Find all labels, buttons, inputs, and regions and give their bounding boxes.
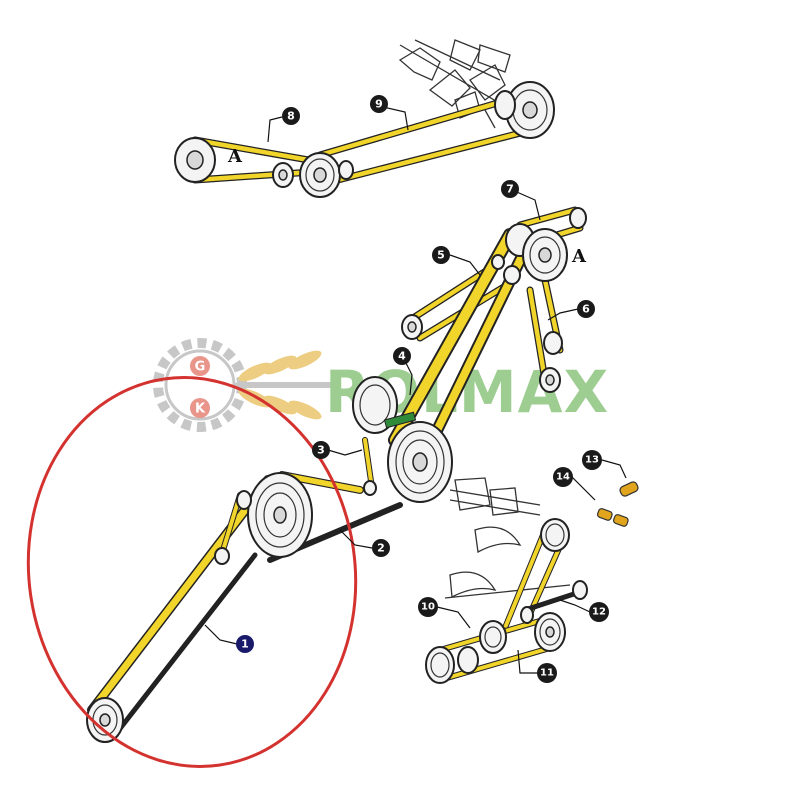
callout-label: 6 xyxy=(582,303,590,316)
auger-sketch xyxy=(444,477,571,599)
callout-label: 7 xyxy=(506,183,514,196)
callout-label: 5 xyxy=(437,249,445,262)
highlighted-drive-assembly xyxy=(86,471,403,743)
callout-11: 11 xyxy=(537,663,557,683)
callout-label: 8 xyxy=(287,110,295,123)
callout-label: 12 xyxy=(592,607,606,618)
top-drive-assembly: A xyxy=(174,39,555,198)
logo-letter-g: G xyxy=(195,360,206,375)
callout-6: 6 xyxy=(577,300,595,318)
callout-14: 14 xyxy=(553,467,573,487)
callout-4: 4 xyxy=(393,347,411,365)
callout-label: 9 xyxy=(375,98,383,111)
callout-label: 4 xyxy=(398,350,406,363)
callout-5: 5 xyxy=(432,246,450,264)
callout-3: 3 xyxy=(312,441,330,459)
callout-7: 7 xyxy=(501,180,519,198)
middle-drive-assembly: A xyxy=(352,206,587,503)
callout-13: 13 xyxy=(582,450,602,470)
section-mark-a-middle: A xyxy=(571,246,587,267)
callout-label: 2 xyxy=(377,542,385,555)
callout-label: 10 xyxy=(421,602,435,613)
lower-right-assembly xyxy=(425,477,639,684)
callout-9: 9 xyxy=(370,95,388,113)
callout-2: 2 xyxy=(372,539,390,557)
callout-label: 11 xyxy=(540,668,554,679)
callout-12: 12 xyxy=(589,602,609,622)
callout-10: 10 xyxy=(418,597,438,617)
callout-8: 8 xyxy=(282,107,300,125)
section-mark-a-top: A xyxy=(227,146,243,167)
chain-link-icon xyxy=(596,481,639,527)
callout-label: 13 xyxy=(585,455,599,466)
wheat-icon xyxy=(235,350,335,420)
callouts: 8 9 7 5 6 4 3 2 1 10 11 12 13 14 xyxy=(204,95,627,683)
callout-label: 1 xyxy=(241,638,249,651)
callout-label: 3 xyxy=(317,444,325,457)
callout-1: 1 xyxy=(236,635,254,653)
callout-label: 14 xyxy=(556,472,570,483)
logo-letter-k: K xyxy=(195,402,206,417)
highlight-circle xyxy=(26,376,358,768)
